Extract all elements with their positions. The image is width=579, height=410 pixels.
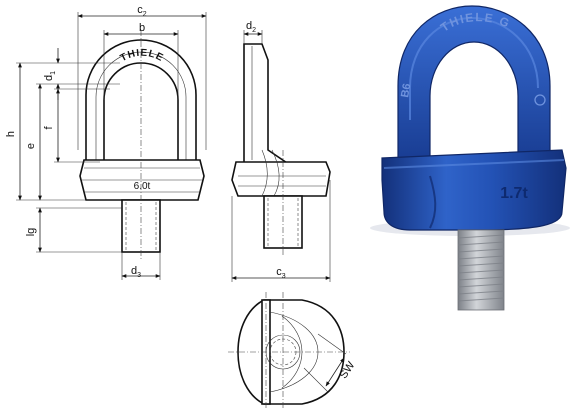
dim-d2-label: d2 bbox=[246, 20, 256, 34]
front-dimensions: c2 b h e d1 f lg d3 bbox=[5, 4, 207, 280]
front-brand-mark: THIELE bbox=[119, 48, 166, 65]
product-photo: THIELE G B6 1.7t bbox=[370, 5, 570, 311]
photo-thread-lines bbox=[457, 234, 505, 302]
dim-d1-label: d1 bbox=[43, 71, 57, 81]
dim-e-label: e bbox=[25, 143, 37, 149]
front-load-mark: 6.0t bbox=[134, 181, 151, 192]
side-view bbox=[231, 43, 331, 256]
dim-b-label: b bbox=[139, 22, 145, 34]
front-eye-hole bbox=[103, 62, 179, 164]
side-base bbox=[231, 161, 331, 197]
dim-lg-label: lg bbox=[25, 228, 37, 237]
top-view: SW bbox=[228, 292, 358, 408]
photo-stamp-circle bbox=[534, 94, 546, 106]
side-dimensions: d2 c3 bbox=[231, 20, 331, 282]
photo-grade-mark: B6 bbox=[399, 83, 413, 99]
photo-load-mark: 1.7t bbox=[500, 185, 528, 202]
dim-c2-label: c2 bbox=[137, 4, 147, 18]
dim-d3-label: d3 bbox=[131, 265, 141, 279]
photo-eye-ring bbox=[397, 5, 551, 169]
front-view: THIELE 6.0t bbox=[79, 30, 205, 260]
dim-f-label: f bbox=[43, 126, 55, 130]
dim-h-label: h bbox=[5, 131, 17, 137]
side-eye-plate bbox=[243, 43, 293, 166]
dim-c3-label: c3 bbox=[276, 266, 286, 280]
